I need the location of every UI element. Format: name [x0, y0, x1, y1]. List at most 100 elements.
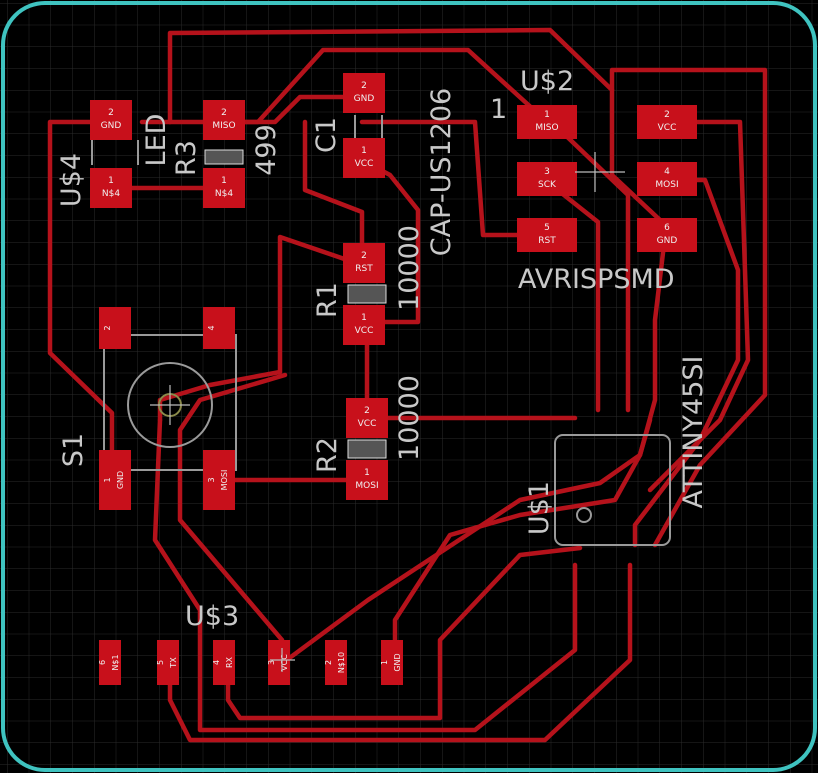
labels: U$4 LED R3 499 C1 CAP-US1206 R1 10000 R2… [56, 66, 709, 632]
pad-shape [268, 640, 290, 685]
label-r2-name: R2 [312, 437, 343, 473]
pad-shape [203, 100, 245, 140]
pad-signal: N$10 [337, 652, 346, 673]
pad-led-ns4: 1N$4 [90, 168, 132, 208]
trace-rx [225, 545, 583, 721]
pad-number: 3 [267, 660, 276, 665]
pad-shape [203, 450, 235, 510]
pad-number: 1 [103, 477, 112, 482]
pad-shape [203, 307, 235, 349]
pad-number: 2 [108, 108, 114, 118]
pad-s1-gnd: 1 GND [99, 450, 131, 510]
pad-signal: VCC [658, 123, 677, 133]
r1-body [347, 284, 387, 304]
pad-number: 3 [207, 477, 216, 482]
trace-miso-mcu [557, 127, 631, 413]
pad-number: 4 [207, 325, 216, 330]
pad-number: 1 [364, 468, 370, 478]
pad-signal: MISO [212, 121, 235, 131]
label-r3-value: 499 [251, 124, 282, 176]
label-r3-name: R3 [171, 140, 202, 176]
trace-right-loop [609, 67, 768, 548]
pad-number: 2 [361, 81, 367, 91]
label-r2-value: 10000 [394, 375, 425, 461]
pad-signal: GND [116, 471, 125, 489]
pad-signal: TX [169, 657, 178, 669]
label-c1-value: CAP-US1206 [426, 88, 457, 256]
pad-shape [637, 105, 697, 139]
pad-shape [203, 168, 245, 208]
pad-signal: GND [657, 236, 678, 246]
pad-signal: VCC [280, 654, 289, 671]
pad-number: 2 [364, 406, 370, 416]
pad-number: 1 [361, 146, 367, 156]
pad-number: 2 [103, 325, 112, 330]
pad-shape [325, 640, 347, 685]
pad-shape [99, 640, 121, 685]
trace-left-bottom [152, 417, 578, 733]
pad-number: 5 [156, 660, 165, 665]
pad-number: 2 [361, 251, 367, 261]
label-ftdi-name: U$3 [185, 601, 239, 632]
pad-number: 1 [361, 313, 367, 323]
trace-rst-isp [302, 119, 365, 265]
label-led-name: U$4 [56, 153, 87, 207]
label-r1-value: 10000 [394, 225, 425, 311]
pad-number: 2 [324, 660, 333, 665]
pad-signal: N$4 [215, 189, 233, 199]
pad-signal: RST [538, 236, 556, 246]
trace-vcc-isp [647, 119, 751, 493]
s1-body-outline [103, 334, 237, 471]
pad-number: 1 [108, 176, 114, 186]
pad-number: 1 [221, 176, 227, 186]
pads: 2GND1N$42MISO1N$42GND1VCC2RST1VCC2VCC1MO… [90, 73, 697, 685]
pad-number: 1 [380, 660, 389, 665]
pad-signal: N$1 [111, 654, 120, 670]
label-s1-name: S1 [58, 433, 89, 467]
label-isp-name: U$2 [520, 66, 574, 97]
pad-number: 6 [98, 660, 107, 665]
pad-shape [343, 305, 385, 345]
mcu-pin1-dot [576, 507, 592, 523]
trace-tx [167, 562, 633, 743]
trace-rst-to-isp [359, 119, 548, 238]
mcu-body-outline [554, 434, 671, 546]
s1-button-outline [127, 362, 213, 448]
pad-signal: RST [355, 264, 373, 274]
silkscreen [91, 115, 671, 546]
r3-body [204, 149, 244, 165]
pad-shape [517, 218, 577, 252]
pad-shape [343, 73, 385, 113]
pad-shape [157, 640, 179, 685]
pad-shape [517, 105, 577, 139]
pad-signal: GND [354, 94, 375, 104]
pad-number: 4 [212, 660, 221, 665]
pad-shape [381, 640, 403, 685]
pad-s1-2: 2 [99, 307, 131, 349]
pad-number: 6 [664, 223, 670, 233]
label-led-value: LED [141, 114, 172, 167]
label-r1-name: R1 [312, 282, 343, 318]
pad-number: 2 [221, 108, 227, 118]
pad-shape [99, 307, 131, 349]
pad-signal: N$4 [102, 189, 120, 199]
pad-signal: SCK [538, 180, 557, 190]
pad-number: 1 [544, 110, 550, 120]
pad-signal: VCC [355, 159, 374, 169]
pad-shape [637, 218, 697, 252]
origin-marks [150, 152, 625, 672]
